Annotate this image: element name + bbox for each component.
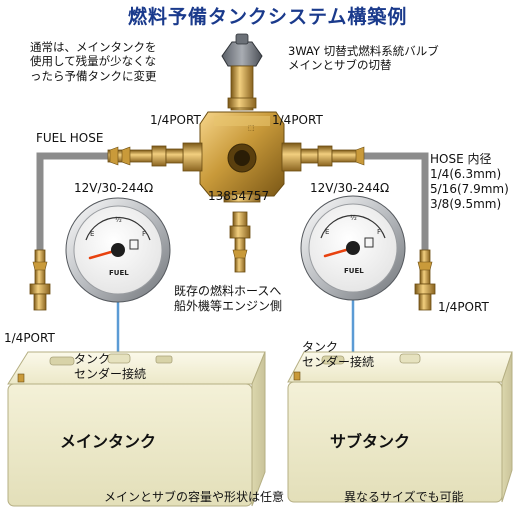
fuel-gauge-left: E ½ F FUEL — [65, 197, 171, 303]
hose-size-item: 3/8(9.5mm) — [430, 197, 502, 211]
gauge-right-half-mark: ½ — [350, 214, 357, 222]
svg-text:⬚: ⬚ — [248, 124, 255, 132]
port-label-right: 1/4PORT — [272, 113, 323, 127]
gauge-left-spec: 12V/30-244Ω — [74, 181, 154, 195]
sender-line: センダー接続 — [74, 367, 147, 381]
barb-fitting-valve-left — [107, 145, 184, 167]
part-number: 13854757 — [208, 189, 270, 203]
intro-line: 通常は、メインタンクを — [30, 40, 157, 54]
sender-line: タンク — [74, 352, 111, 366]
hose-size-list: HOSE 内径 1/4(6.3mm) 5/16(7.9mm) 3/8(9.5mm… — [430, 152, 509, 212]
fuel-hose-left — [36, 152, 110, 250]
three-way-valve: ⬚ — [182, 33, 302, 203]
gauge-right-spec: 12V/30-244Ω — [310, 181, 390, 195]
hose-size-heading: HOSE 内径 — [430, 152, 492, 166]
gauge-right-brand: FUEL — [344, 267, 364, 275]
main-tank-label: メインタンク — [60, 432, 157, 451]
gauge-left-f-mark: F — [142, 230, 146, 238]
port-label-left: 1/4PORT — [150, 113, 201, 127]
footer-note-left: メインとサブの容量や形状は任意 — [104, 490, 285, 504]
existing-hose-note: 既存の燃料ホースへ 船外機等エンジン側 — [174, 284, 282, 314]
intro-line: 使用して残量が少なくな — [30, 54, 157, 69]
barb-fitting-tank-right — [414, 249, 436, 311]
sender-note-right: タンク センダー接続 — [302, 340, 374, 370]
existing-hose-line: 既存の燃料ホースへ — [174, 284, 282, 298]
sender-line: タンク — [302, 340, 339, 354]
gauge-left-half-mark: ½ — [115, 216, 122, 224]
gauge-left-e-mark: E — [90, 230, 94, 238]
barb-fitting-valve-right — [300, 145, 365, 167]
port-label-bottom-right: 1/4PORT — [438, 300, 489, 314]
gauge-left-brand: FUEL — [109, 269, 129, 277]
fuel-hose-label: FUEL HOSE — [36, 131, 104, 145]
gauge-right-e-mark: E — [325, 228, 329, 236]
sender-note-left: タンク センダー接続 — [74, 352, 146, 382]
intro-note: 通常は、メインタンクを 使用して残量が少なくな ったら予備タンクに変更 — [30, 40, 157, 83]
hose-size-item: 5/16(7.9mm) — [430, 182, 509, 196]
valve-line: 3WAY 切替式燃料系統バルブ — [288, 44, 439, 58]
intro-line: ったら予備タンクに変更 — [30, 68, 157, 83]
existing-hose-line: 船外機等エンジン側 — [174, 299, 283, 313]
barb-fitting-tank-left — [29, 249, 51, 311]
port-label-bottom-left: 1/4PORT — [4, 331, 55, 345]
main-tank — [7, 351, 266, 507]
footer-note-right: 異なるサイズでも可能 — [344, 490, 464, 504]
sub-tank-label: サブタンク — [330, 432, 411, 451]
diagram-title: 燃料予備タンクシステム構築例 — [128, 6, 408, 28]
fuel-hose-right — [360, 152, 429, 250]
hose-size-item: 1/4(6.3mm) — [430, 167, 502, 181]
sub-tank — [287, 351, 513, 503]
sender-line: センダー接続 — [302, 355, 375, 369]
valve-line: メインとサブの切替 — [288, 58, 392, 73]
valve-note: 3WAY 切替式燃料系統バルブ メインとサブの切替 — [288, 44, 439, 73]
barb-fitting-valve-bottom — [229, 211, 251, 273]
fuel-gauge-right: E ½ F FUEL — [300, 195, 406, 301]
gauge-right-f-mark: F — [377, 228, 381, 236]
